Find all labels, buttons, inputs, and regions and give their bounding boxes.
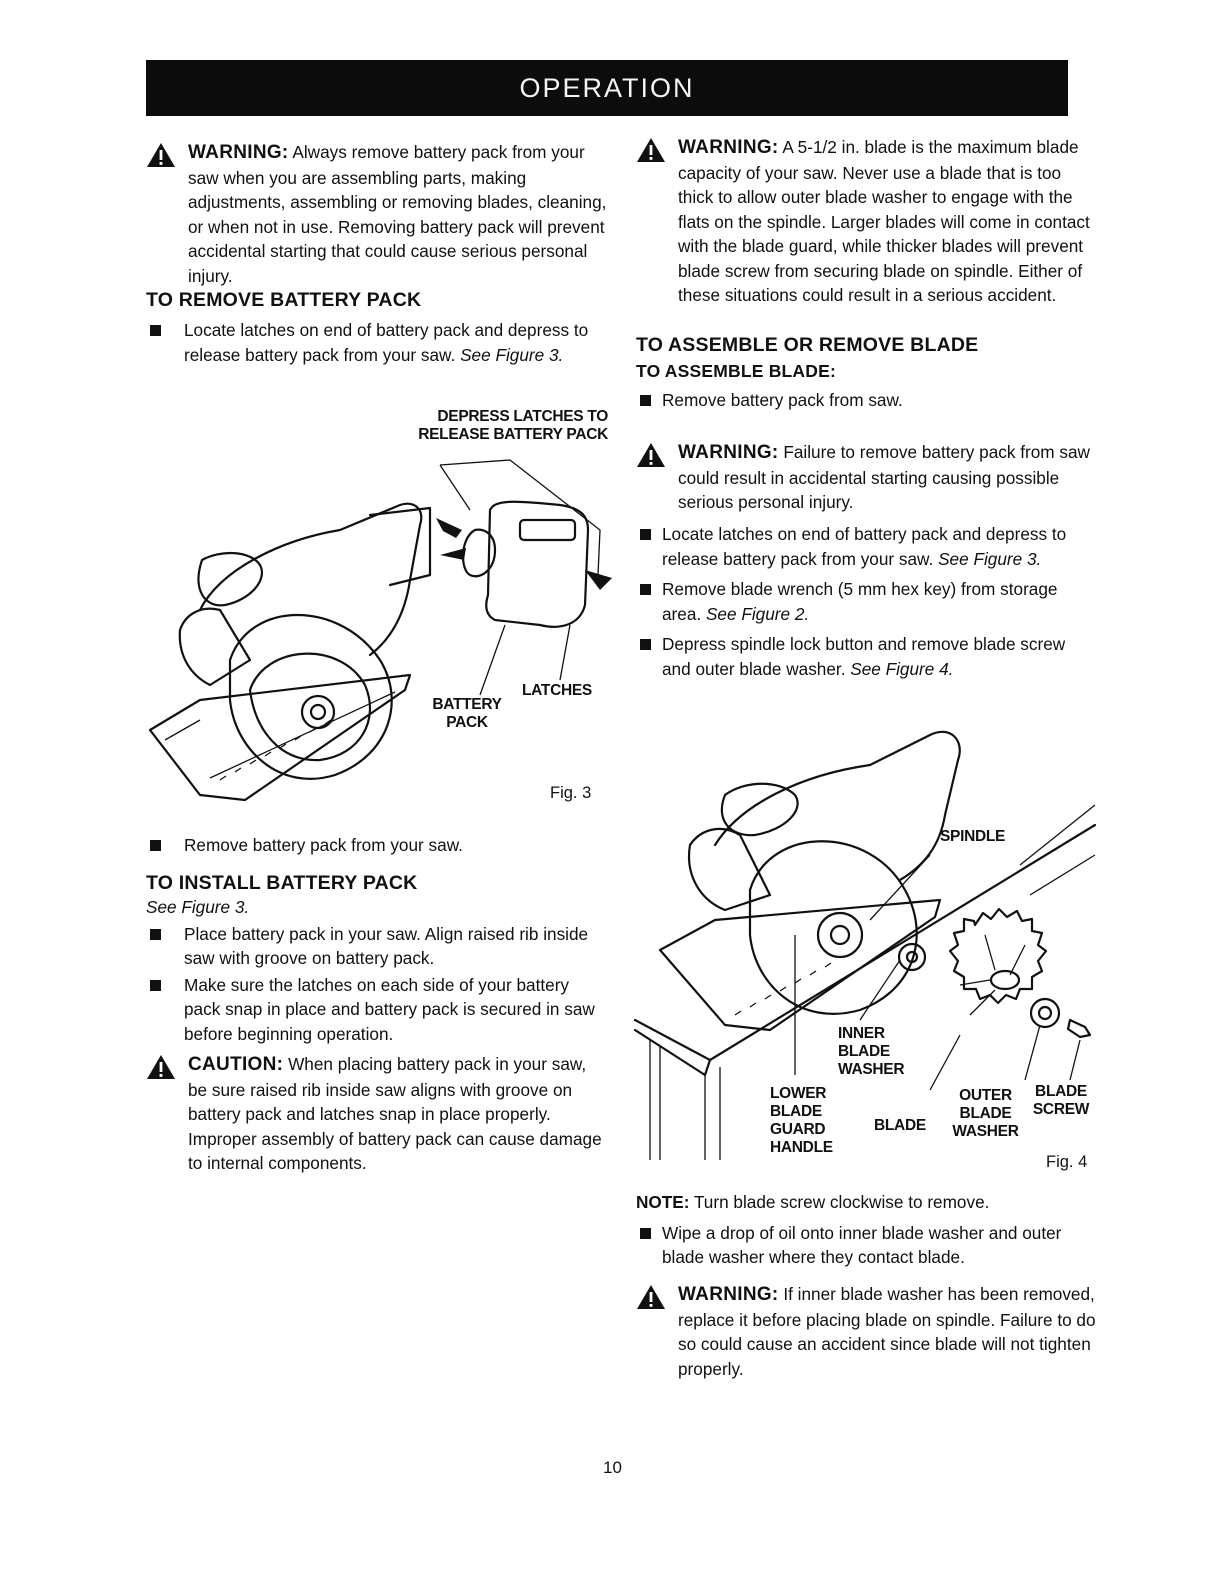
warning-triangle-icon bbox=[637, 443, 665, 467]
list-item-text: Locate latches on end of battery pack an… bbox=[184, 320, 589, 365]
section-heading-remove-battery: TO REMOVE BATTERY PACK bbox=[146, 289, 422, 311]
page-number: 10 bbox=[603, 1458, 622, 1477]
warning-triangle-icon bbox=[147, 1055, 175, 1079]
warning-failure-remove: WARNING: Failure to remove battery pack … bbox=[636, 440, 1096, 515]
list-item-text: Make sure the latches on each side of yo… bbox=[184, 974, 595, 1044]
warning-washer-block: WARNING: If inner blade washer has been … bbox=[636, 1282, 1096, 1381]
list-item-text: Remove battery pack from your saw. bbox=[184, 835, 463, 855]
caution-battery-assembly: CAUTION: When placing battery pack in yo… bbox=[146, 1052, 608, 1176]
figure-reference: See Figure 3. bbox=[460, 344, 564, 365]
list-item-text: Remove battery pack from saw. bbox=[662, 390, 903, 410]
note-text: Turn blade screw clockwise to remove. bbox=[693, 1192, 990, 1212]
warning-blade-capacity: WARNING: A 5-1/2 in. blade is the maximu… bbox=[636, 135, 1096, 308]
warning-battery-removal: WARNING: Always remove battery pack from… bbox=[146, 140, 608, 288]
note-block: NOTE: Turn blade screw clockwise to remo… bbox=[636, 1190, 1096, 1270]
caution-block: CAUTION: When placing battery pack in yo… bbox=[146, 1052, 608, 1176]
figure-label: Fig. 4 bbox=[1046, 1153, 1088, 1171]
remove-battery-step: Remove battery pack from your saw. bbox=[146, 833, 608, 858]
callout-depress-latches: DEPRESS LATCHES TO RELEASE BATTERY PACK bbox=[418, 408, 608, 443]
callout-blade: BLADE bbox=[874, 1117, 926, 1134]
warning-label: WARNING: bbox=[678, 137, 779, 158]
figure-reference: See Figure 4. bbox=[850, 658, 954, 679]
figure-3: DEPRESS LATCHES TO RELEASE BATTERY PACK … bbox=[140, 400, 612, 810]
install-battery-section: TO INSTALL BATTERY PACK See Figure 3. Pl… bbox=[146, 872, 608, 1046]
list-item-text: Place battery pack in your saw. Align ra… bbox=[184, 923, 589, 969]
right-warning-block: WARNING: A 5-1/2 in. blade is the maximu… bbox=[636, 135, 1096, 308]
left-warning-block: WARNING: Always remove battery pack from… bbox=[146, 140, 608, 288]
warning-triangle-icon bbox=[637, 138, 665, 162]
callout-spindle: SPINDLE bbox=[940, 828, 1006, 845]
list-item: Locate latches on end of battery pack an… bbox=[146, 318, 608, 367]
warning-battery-block: WARNING: Failure to remove battery pack … bbox=[636, 440, 1096, 515]
note-label: NOTE: bbox=[636, 1192, 690, 1212]
blade-assembly-illustration bbox=[633, 730, 1097, 1160]
warning-label: WARNING: bbox=[678, 442, 779, 463]
callout-blade-screw: BLADE SCREW bbox=[1032, 1083, 1090, 1118]
callout-latches: LATCHES bbox=[522, 682, 592, 699]
figure-4: SPINDLE INNER BLADE WASHER LOWER BLADE G… bbox=[630, 695, 1100, 1180]
list-item-text: Locate latches on end of battery pack an… bbox=[662, 524, 1067, 569]
list-item-text: Depress spindle lock button and remove b… bbox=[662, 634, 1066, 679]
list-item: Remove battery pack from saw. bbox=[636, 388, 1096, 413]
subheading-assemble-blade: TO ASSEMBLE BLADE: bbox=[636, 361, 836, 381]
figure-label: Fig. 3 bbox=[550, 784, 592, 802]
warning-text: Always remove battery pack from your saw… bbox=[188, 142, 607, 286]
list-item: Locate latches on end of battery pack an… bbox=[636, 522, 1096, 571]
callout-outer-blade-washer: OUTER BLADE WASHER bbox=[952, 1087, 1019, 1140]
list-item: Remove battery pack from your saw. bbox=[146, 833, 608, 858]
list-item: Make sure the latches on each side of yo… bbox=[146, 973, 608, 1047]
list-item-text: Wipe a drop of oil onto inner blade wash… bbox=[662, 1222, 1062, 1268]
list-item-text: Remove blade wrench (5 mm hex key) from … bbox=[662, 579, 1058, 624]
list-item: Wipe a drop of oil onto inner blade wash… bbox=[636, 1221, 1096, 1270]
warning-triangle-icon bbox=[637, 1285, 665, 1309]
list-item: Place battery pack in your saw. Align ra… bbox=[146, 922, 608, 971]
callout-inner-blade-washer: INNER BLADE WASHER bbox=[838, 1025, 905, 1078]
warning-label: WARNING: bbox=[188, 142, 289, 163]
remove-battery-section: TO REMOVE BATTERY PACK Locate latches on… bbox=[146, 289, 608, 367]
caution-text: When placing battery pack in your saw, b… bbox=[188, 1054, 602, 1173]
warning-text: Failure to remove battery pack from saw … bbox=[678, 442, 1090, 512]
section-heading-install-battery: TO INSTALL BATTERY PACK bbox=[146, 872, 418, 894]
warning-label: WARNING: bbox=[678, 1284, 779, 1305]
list-item: Remove blade wrench (5 mm hex key) from … bbox=[636, 577, 1096, 626]
assemble-blade-section: TO ASSEMBLE OR REMOVE BLADE TO ASSEMBLE … bbox=[636, 334, 1096, 413]
warning-triangle-icon bbox=[147, 143, 175, 167]
list-item: Depress spindle lock button and remove b… bbox=[636, 632, 1096, 681]
note: NOTE: Turn blade screw clockwise to remo… bbox=[636, 1190, 1096, 1215]
figure-reference: See Figure 3. bbox=[938, 548, 1042, 569]
callout-battery-pack: BATTERY PACK bbox=[432, 696, 502, 731]
saw-battery-illustration bbox=[148, 459, 612, 802]
figure-reference: See Figure 3. bbox=[146, 897, 250, 917]
section-heading-assemble-blade: TO ASSEMBLE OR REMOVE BLADE bbox=[636, 334, 979, 356]
section-title: OPERATION bbox=[519, 73, 695, 103]
assemble-steps: Locate latches on end of battery pack an… bbox=[636, 522, 1096, 681]
warning-inner-washer: WARNING: If inner blade washer has been … bbox=[636, 1282, 1096, 1381]
warning-text: A 5-1/2 in. blade is the maximum blade c… bbox=[678, 137, 1090, 305]
caution-label: CAUTION: bbox=[188, 1054, 284, 1075]
section-banner: OPERATION bbox=[146, 60, 1068, 116]
figure-reference: See Figure 2. bbox=[705, 603, 810, 624]
callout-lower-blade-guard-handle: LOWER BLADE GUARD HANDLE bbox=[770, 1085, 833, 1156]
warning-text: If inner blade washer has been removed, … bbox=[678, 1284, 1096, 1379]
